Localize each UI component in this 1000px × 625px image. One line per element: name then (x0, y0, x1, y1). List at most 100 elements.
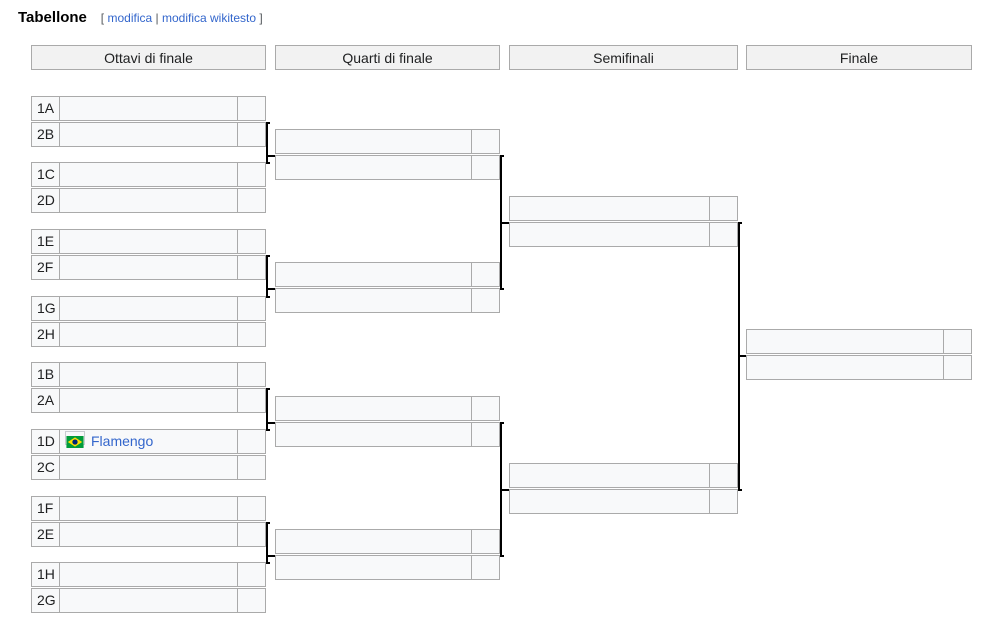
round-header-final: Finale (746, 45, 972, 70)
seed-label: 2F (32, 256, 60, 279)
score-cell (471, 530, 499, 553)
bracket-connector (266, 122, 270, 124)
team-name (60, 189, 237, 212)
team-name (60, 230, 237, 253)
team-name (276, 530, 471, 553)
bracket-connector (500, 422, 502, 555)
score-cell (237, 163, 265, 186)
bracket-connector (266, 122, 268, 162)
bracket-slot: 1H (31, 562, 266, 587)
seed-label: 1C (32, 163, 60, 186)
bracket-connector (500, 555, 504, 557)
bracket-connector (500, 222, 509, 224)
seed-label: 1H (32, 563, 60, 586)
team-name (60, 456, 237, 479)
score-cell (943, 330, 971, 353)
bracket-slot: 2B (31, 122, 266, 147)
team-name (276, 156, 471, 179)
team-name (60, 123, 237, 146)
round-header-semifinals: Semifinali (509, 45, 738, 70)
score-cell (237, 189, 265, 212)
bracket-slot: 1E (31, 229, 266, 254)
team-name (276, 397, 471, 420)
score-cell (237, 97, 265, 120)
team-name (60, 363, 237, 386)
bracket-slot (746, 329, 972, 354)
bracket-connector (266, 162, 270, 164)
seed-label: 2D (32, 189, 60, 212)
bracket-connector (266, 522, 270, 524)
bracket-slot: 1B (31, 362, 266, 387)
score-cell (471, 156, 499, 179)
bracket-slot (275, 529, 500, 554)
team-name (60, 523, 237, 546)
team-name (510, 490, 709, 513)
score-cell (237, 123, 265, 146)
bracket-connector (266, 388, 270, 390)
score-cell (237, 563, 265, 586)
bracket-slot: 2F (31, 255, 266, 280)
score-cell (237, 523, 265, 546)
seed-label: 2G (32, 589, 60, 612)
brazil-flag-icon (65, 431, 85, 448)
score-cell (709, 223, 737, 246)
score-cell (237, 323, 265, 346)
bracket-slot (509, 196, 738, 221)
bracket-connector (266, 422, 275, 424)
score-cell (237, 456, 265, 479)
section-title: Tabellone (18, 9, 87, 26)
bracket-connector (266, 388, 268, 429)
score-cell (237, 430, 265, 453)
bracket-slot: 2C (31, 455, 266, 480)
bracket-connector (738, 355, 746, 357)
bracket-connector (266, 555, 275, 557)
team-name (60, 563, 237, 586)
seed-label: 2A (32, 389, 60, 412)
bracket-slot: 2A (31, 388, 266, 413)
seed-label: 2B (32, 123, 60, 146)
team-name (510, 197, 709, 220)
team-link[interactable]: Flamengo (91, 433, 154, 449)
bracket-connector (266, 155, 275, 157)
bracket-slot (275, 396, 500, 421)
bracket-slot (275, 129, 500, 154)
team-name (276, 130, 471, 153)
bracket-slot: 2G (31, 588, 266, 613)
bracket-slot: 2E (31, 522, 266, 547)
score-cell (709, 197, 737, 220)
score-cell (237, 256, 265, 279)
bracket-slot: 1F (31, 496, 266, 521)
bracket-slot (509, 489, 738, 514)
team-name: Flamengo (60, 430, 237, 453)
score-cell (237, 230, 265, 253)
edit-source-link[interactable]: modifica wikitesto (161, 11, 257, 25)
section-heading: Tabellone [ modifica | modifica wikitest… (18, 9, 263, 26)
score-cell (471, 263, 499, 286)
score-cell (471, 289, 499, 312)
bracket-slot: 1C (31, 162, 266, 187)
team-name (60, 323, 237, 346)
edit-links: [ modifica | modifica wikitesto ] (100, 11, 263, 25)
team-name (60, 389, 237, 412)
bracket-connector (500, 288, 504, 290)
bracket-slot: 1G (31, 296, 266, 321)
team-name (276, 263, 471, 286)
bracket-connector (266, 429, 270, 431)
bracket-slot: 2H (31, 322, 266, 347)
seed-label: 1A (32, 97, 60, 120)
team-name (60, 497, 237, 520)
score-cell (237, 297, 265, 320)
seed-label: 2E (32, 523, 60, 546)
bracket-connector (266, 255, 268, 296)
score-cell (237, 363, 265, 386)
score-cell (237, 497, 265, 520)
bracket-connector (738, 489, 742, 491)
edit-link[interactable]: modifica (107, 11, 153, 25)
bracket-connector (500, 155, 502, 288)
bracket-connector (500, 422, 504, 424)
bracket-connector (266, 288, 275, 290)
score-cell (237, 589, 265, 612)
bracket-connector (266, 522, 268, 562)
round-header-round-of-16: Ottavi di finale (31, 45, 266, 70)
seed-label: 1D (32, 430, 60, 453)
